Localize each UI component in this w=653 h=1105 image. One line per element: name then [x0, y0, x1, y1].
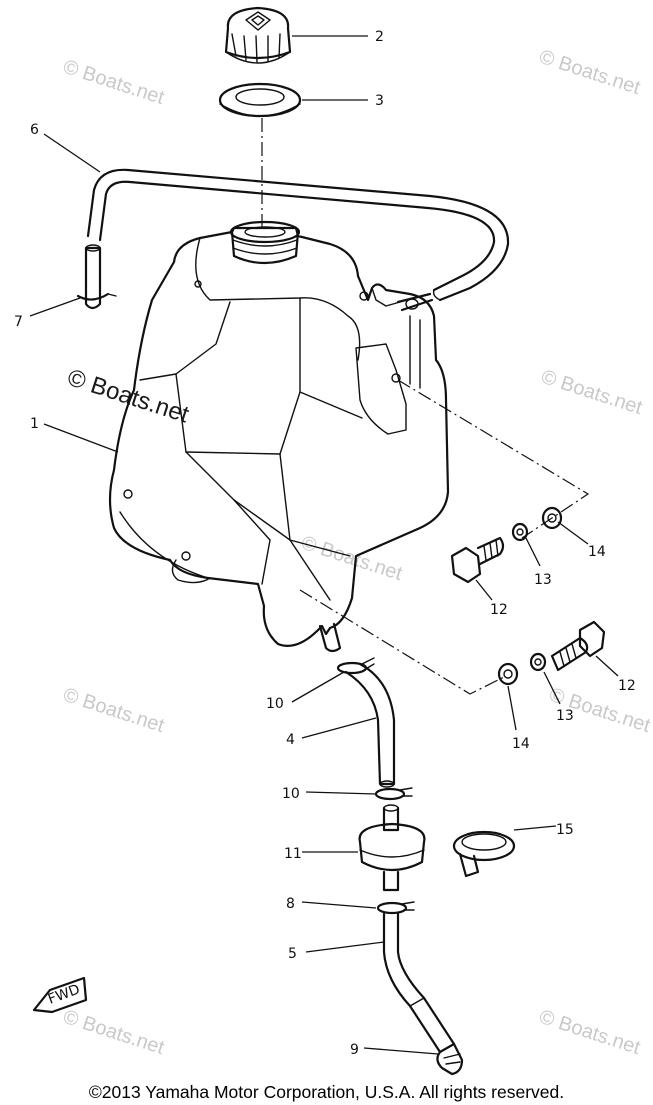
- hose-fitting: [76, 244, 117, 310]
- hose-clamp-lower: [376, 901, 415, 915]
- fuel-tank: [108, 220, 450, 653]
- gasket-ring: [218, 82, 302, 118]
- callout-15: 15: [556, 822, 574, 838]
- copyright-notice: ©2013 Yamaha Motor Corporation, U.S.A. A…: [88, 1082, 565, 1102]
- fuel-hose-lower: [382, 912, 456, 1054]
- lock-washer-upper: [511, 522, 529, 542]
- watermark: © Boats.net: [538, 366, 645, 419]
- callout-3: 3: [375, 93, 384, 109]
- callout-7: 7: [14, 314, 23, 330]
- callout-2: 2: [375, 29, 384, 45]
- callout-13-upper: 13: [534, 572, 552, 588]
- callout-11: 11: [284, 846, 302, 862]
- watermark: © Boats.net: [64, 364, 192, 429]
- callout-1: 1: [30, 416, 39, 432]
- filler-cap: [224, 6, 292, 64]
- callout-14-upper: 14: [588, 544, 606, 560]
- callout-8: 8: [286, 896, 295, 912]
- watermark: © Boats.net: [60, 684, 167, 737]
- mount-line-lower: [299, 589, 507, 695]
- callout-9: 9: [350, 1042, 359, 1058]
- callout-13-lower: 13: [556, 708, 574, 724]
- watermark: © Boats.net: [536, 1006, 643, 1059]
- fuel-hose-upper: [344, 662, 396, 788]
- hose-clamp-middle: [374, 787, 413, 801]
- callout-12-upper: 12: [490, 602, 508, 618]
- breather-hose: [86, 168, 510, 302]
- callout-5: 5: [288, 946, 297, 962]
- bolt-upper: [450, 536, 505, 584]
- watermark: © Boats.net: [60, 1006, 167, 1059]
- fuel-filter: [358, 804, 426, 892]
- leader-lines: [29, 35, 619, 1055]
- watermark: © Boats.net: [536, 46, 643, 99]
- callout-10-upper: 10: [266, 696, 284, 712]
- spring-clamp: [452, 830, 516, 878]
- fwd-arrow-icon: FWD: [32, 976, 88, 1014]
- callout-6: 6: [30, 122, 39, 138]
- washer-upper: [541, 506, 563, 530]
- watermark: © Boats.net: [60, 56, 167, 109]
- callout-4: 4: [286, 732, 295, 748]
- washer-lower: [497, 662, 519, 686]
- bolt-lower: [550, 620, 606, 672]
- callout-10-lower: 10: [282, 786, 300, 802]
- callout-14-lower: 14: [512, 736, 530, 752]
- callout-12-lower: 12: [618, 678, 636, 694]
- lock-washer-lower: [529, 652, 547, 672]
- hose-plug: [436, 1042, 464, 1076]
